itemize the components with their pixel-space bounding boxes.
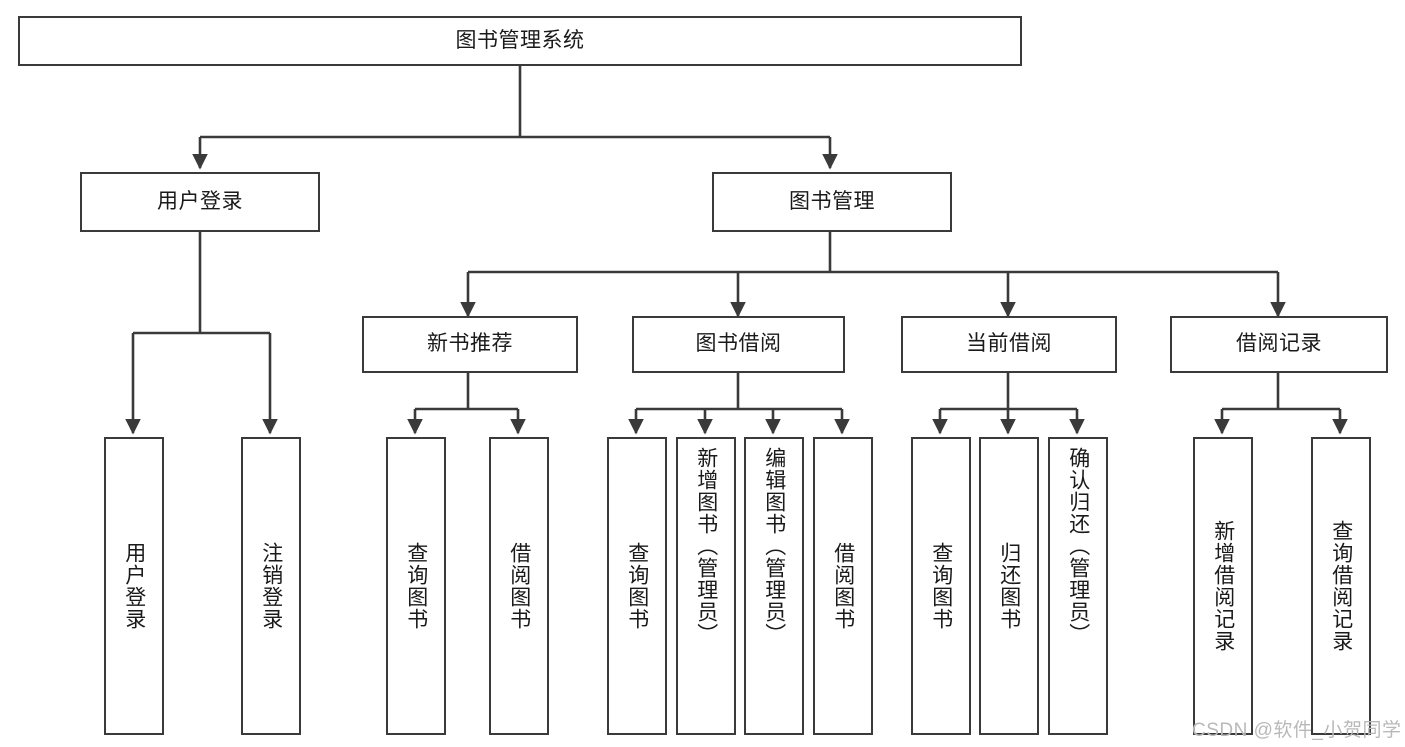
node-label: 查询借阅记录 xyxy=(1329,520,1353,652)
node-label: 查询图书 xyxy=(625,542,649,630)
csdn-watermark: CSDN @软件_小贺同学 xyxy=(1192,720,1402,741)
node-new-book-recommend[interactable]: 新书推荐 xyxy=(362,316,578,373)
leaf-new-book-borrow-book[interactable]: 借阅图书 xyxy=(489,437,549,735)
node-label: 图书管理系统 xyxy=(455,28,585,52)
node-label: 新增借阅记录 xyxy=(1211,520,1235,652)
node-label: 当前借阅 xyxy=(966,332,1052,356)
leaf-borrow-record-query-record[interactable]: 查询借阅记录 xyxy=(1311,437,1371,735)
node-label: 用户登录 xyxy=(157,189,243,213)
node-label: 确认归还（管理员） xyxy=(1066,447,1090,645)
node-label: 查询图书 xyxy=(404,542,428,630)
node-book-management[interactable]: 图书管理 xyxy=(712,172,952,232)
node-label: 借阅记录 xyxy=(1236,332,1322,356)
leaf-new-book-query-book[interactable]: 查询图书 xyxy=(386,437,446,735)
node-current-borrow[interactable]: 当前借阅 xyxy=(901,316,1117,373)
node-label: 借阅图书 xyxy=(831,542,855,630)
node-label: 图书管理 xyxy=(789,189,875,213)
node-label: 新增图书（管理员） xyxy=(694,447,718,645)
node-label: 借阅图书 xyxy=(507,542,531,630)
node-book-borrow[interactable]: 图书借阅 xyxy=(632,316,845,373)
node-borrow-record[interactable]: 借阅记录 xyxy=(1170,316,1388,373)
leaf-book-borrow-add-book-admin[interactable]: 新增图书（管理员） xyxy=(676,437,736,735)
node-label: 查询图书 xyxy=(929,542,953,630)
node-label: 注销登录 xyxy=(259,542,283,630)
leaf-borrow-record-add-record[interactable]: 新增借阅记录 xyxy=(1193,437,1253,735)
leaf-book-borrow-edit-book-admin[interactable]: 编辑图书（管理员） xyxy=(744,437,804,735)
node-label: 编辑图书（管理员） xyxy=(762,447,786,645)
leaf-current-borrow-confirm-return-admin[interactable]: 确认归还（管理员） xyxy=(1048,437,1108,735)
node-label: 新书推荐 xyxy=(427,332,513,356)
leaf-current-borrow-return-book[interactable]: 归还图书 xyxy=(979,437,1039,735)
node-user-login[interactable]: 用户登录 xyxy=(80,172,320,232)
node-label: 用户登录 xyxy=(122,542,146,630)
node-root-book-management-system[interactable]: 图书管理系统 xyxy=(18,16,1022,66)
leaf-user-login-logout[interactable]: 注销登录 xyxy=(241,437,301,735)
leaf-user-login-login[interactable]: 用户登录 xyxy=(104,437,164,735)
leaf-book-borrow-borrow-book[interactable]: 借阅图书 xyxy=(813,437,873,735)
node-label: 归还图书 xyxy=(997,542,1021,630)
leaf-book-borrow-query-book[interactable]: 查询图书 xyxy=(607,437,667,735)
node-label: 图书借阅 xyxy=(695,332,782,356)
leaf-current-borrow-query-book[interactable]: 查询图书 xyxy=(911,437,971,735)
